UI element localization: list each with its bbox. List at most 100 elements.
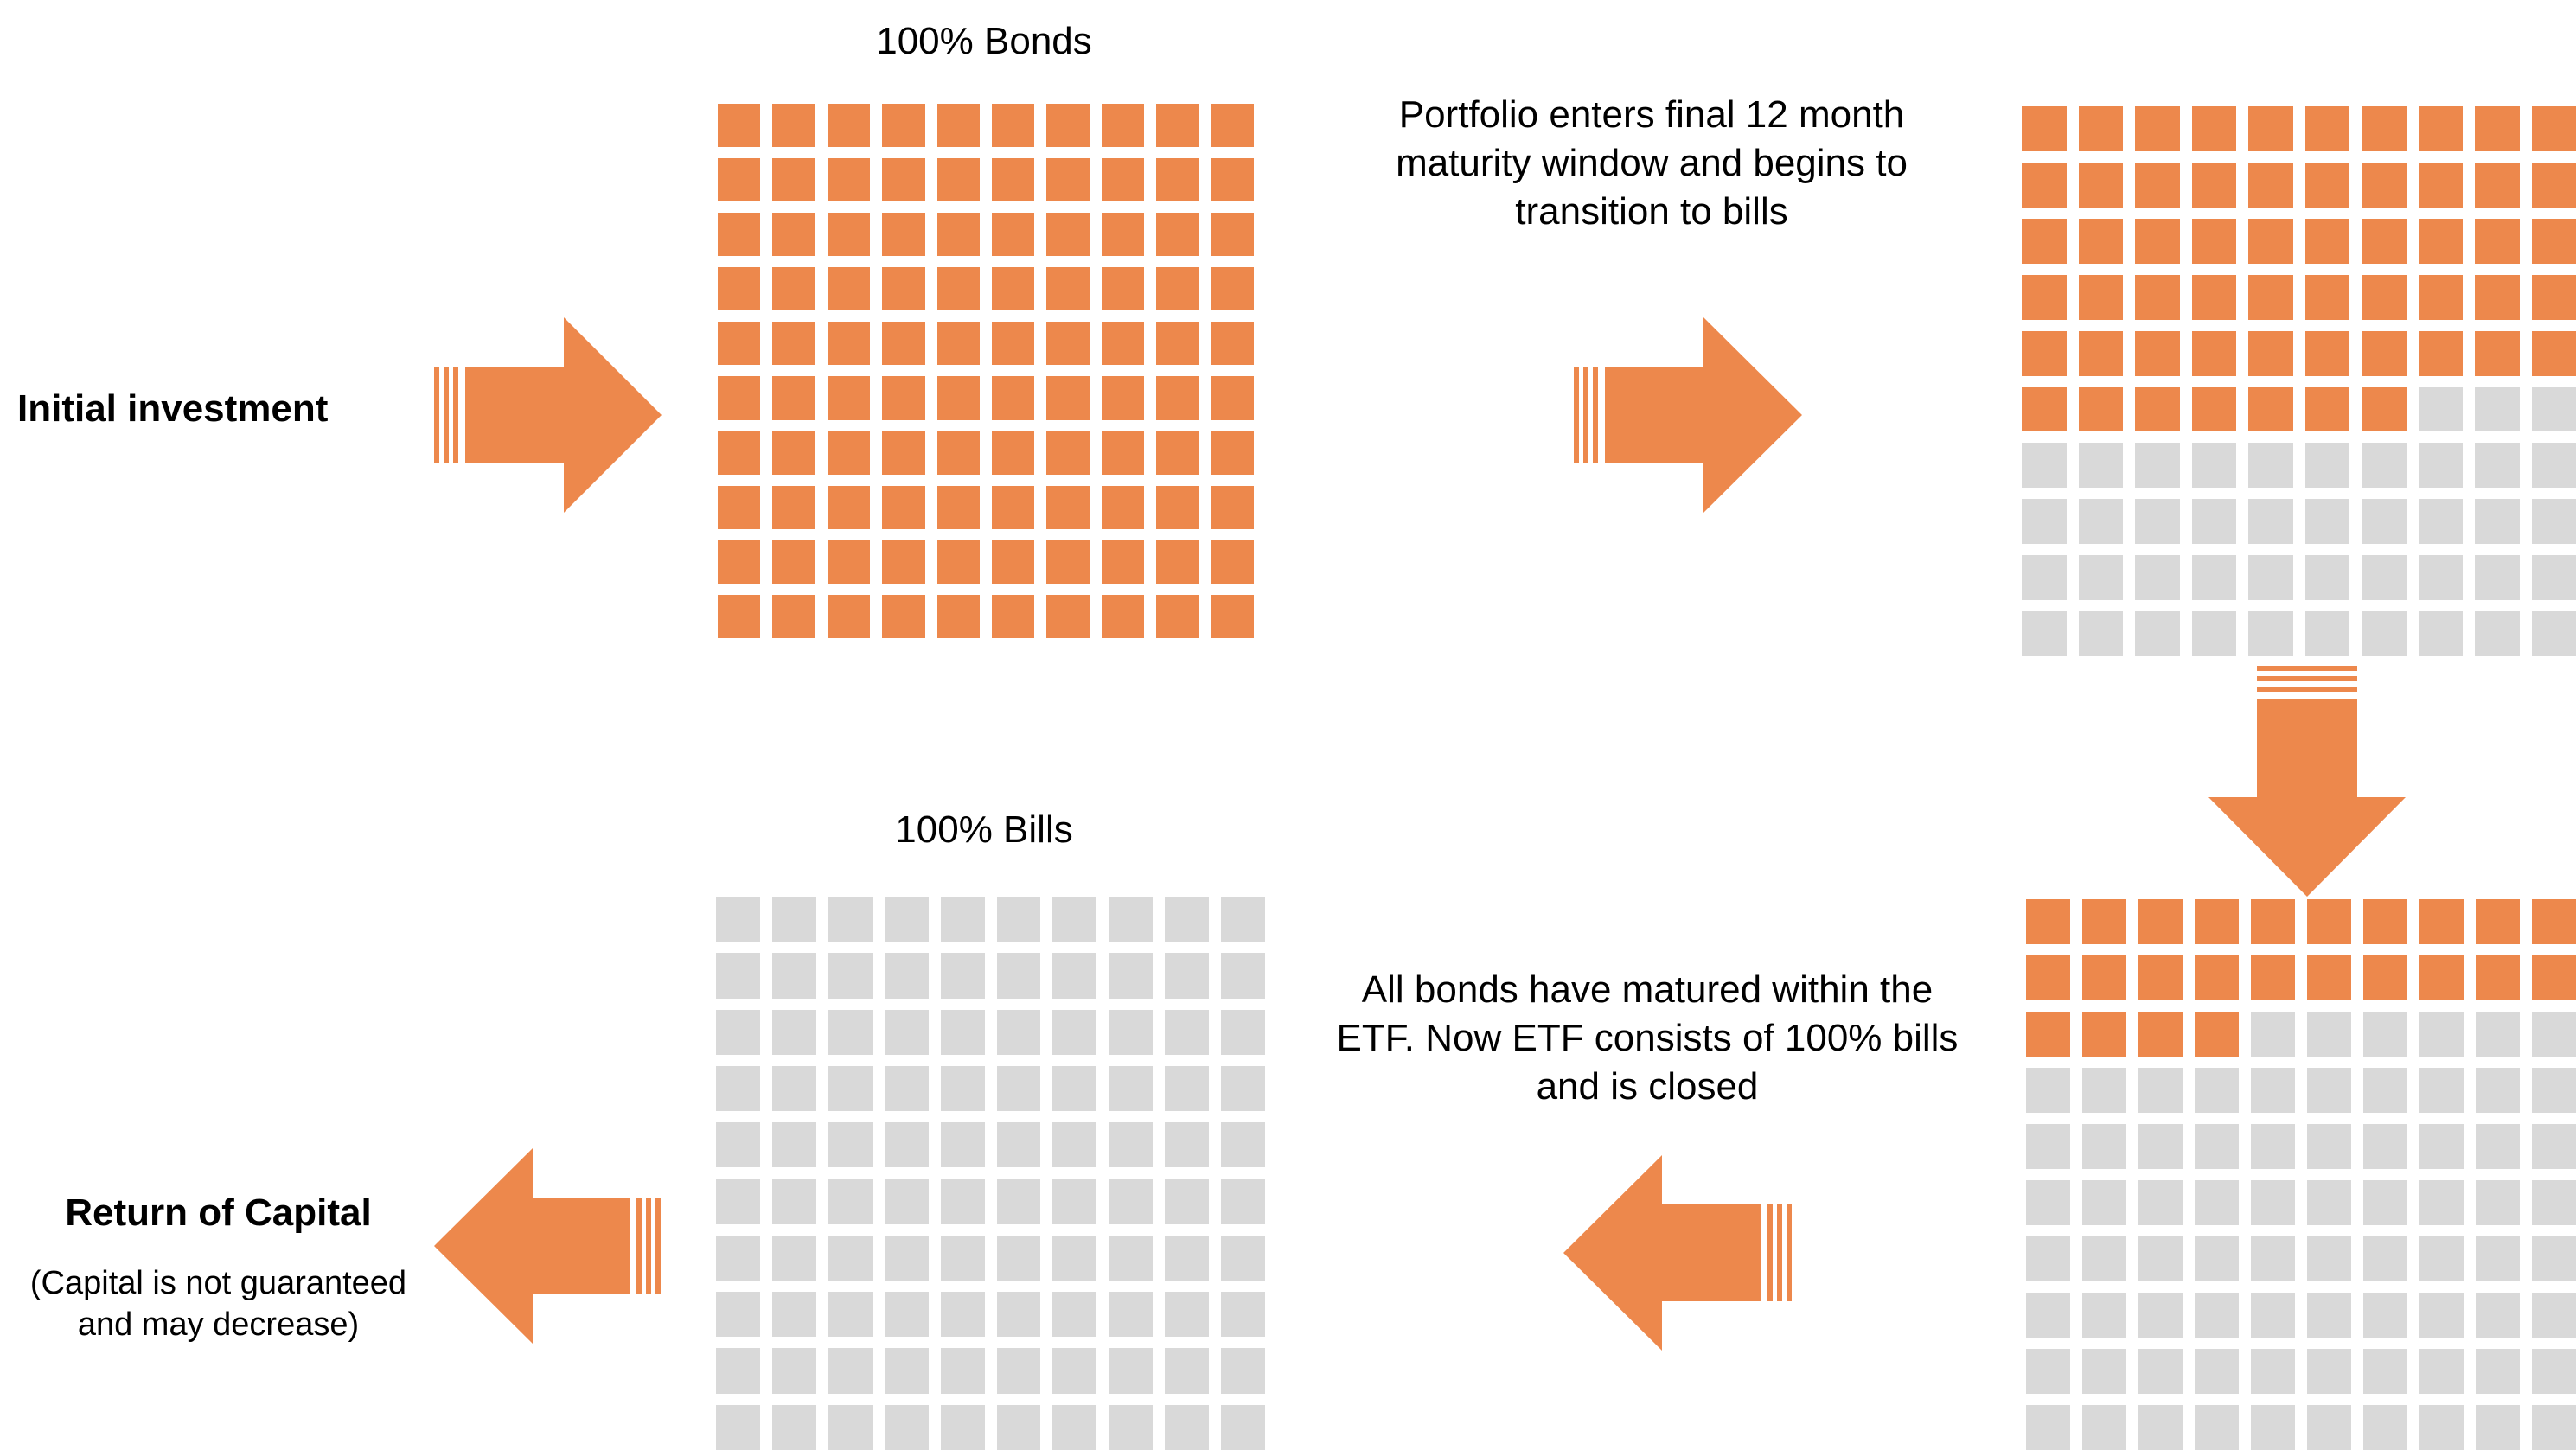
grid-100-bonds: [718, 104, 1254, 638]
bond-square: [936, 485, 980, 529]
bill-square: [1221, 1065, 1265, 1112]
bill-square: [2418, 555, 2463, 601]
bill-square: [2195, 1349, 2239, 1394]
bond-square: [2363, 899, 2407, 944]
bond-square: [1211, 540, 1254, 584]
bill-square: [2418, 611, 2463, 656]
bill-square: [2531, 499, 2576, 545]
bill-square: [2078, 499, 2123, 545]
bill-square: [2026, 1293, 2070, 1338]
bond-square: [2476, 955, 2520, 1000]
bill-square: [884, 897, 929, 942]
bill-square: [716, 1404, 760, 1450]
bill-square: [2026, 1068, 2070, 1113]
bond-square: [882, 322, 925, 366]
bill-square: [2135, 499, 2180, 545]
bill-square: [1109, 1122, 1154, 1168]
bond-square: [2531, 218, 2576, 264]
bill-square: [2475, 555, 2520, 601]
bill-square: [996, 953, 1041, 999]
bond-square: [2304, 386, 2349, 432]
bill-square: [1165, 1179, 1210, 1224]
bond-square: [718, 540, 761, 584]
bond-square: [1156, 104, 1199, 148]
bond-square: [827, 431, 871, 475]
bond-square: [2418, 274, 2463, 320]
bond-square: [2362, 330, 2407, 376]
bond-square: [882, 540, 925, 584]
bill-square: [716, 1065, 760, 1112]
bond-square: [2531, 274, 2576, 320]
arrow-stripe: [2257, 687, 2357, 692]
arrow-shape: [434, 1148, 630, 1344]
capital-disclaimer: (Capital is not guaranteed and may decre…: [29, 1265, 407, 1344]
bill-square: [2307, 1349, 2351, 1394]
bill-square: [771, 1179, 816, 1224]
bond-square: [2135, 218, 2180, 264]
bill-square: [828, 897, 873, 942]
bill-square: [2531, 386, 2576, 432]
bond-square: [2022, 386, 2067, 432]
bill-square: [828, 1235, 873, 1281]
bill-square: [2022, 499, 2067, 545]
bill-square: [2307, 1236, 2351, 1281]
bond-square: [992, 485, 1035, 529]
bond-square: [2135, 330, 2180, 376]
bill-square: [2307, 1293, 2351, 1338]
bill-square: [771, 897, 816, 942]
bond-square: [1101, 267, 1145, 311]
bill-square: [996, 1292, 1041, 1338]
bill-square: [940, 1292, 985, 1338]
bill-square: [2419, 1405, 2464, 1450]
arrow-stripe: [1767, 1204, 1773, 1301]
bill-square: [1221, 1009, 1265, 1055]
bond-square: [718, 431, 761, 475]
bill-square: [884, 1292, 929, 1338]
bill-square: [1109, 1404, 1154, 1450]
bond-square: [2475, 162, 2520, 208]
bond-square: [2531, 162, 2576, 208]
bond-square: [1211, 267, 1254, 311]
bill-square: [1221, 1122, 1265, 1168]
bond-square: [992, 594, 1035, 638]
bond-square: [936, 213, 980, 257]
bill-square: [1052, 953, 1097, 999]
bond-square: [2135, 106, 2180, 151]
bill-square: [2191, 443, 2236, 489]
bill-square: [2138, 1293, 2183, 1338]
bond-square: [1211, 104, 1254, 148]
bill-square: [2363, 1180, 2407, 1225]
bill-square: [1052, 1179, 1097, 1224]
bond-square: [1101, 322, 1145, 366]
bond-square: [936, 158, 980, 202]
bond-square: [2362, 218, 2407, 264]
bond-square: [2022, 106, 2067, 151]
bill-square: [716, 1348, 760, 1394]
bill-square: [771, 1122, 816, 1168]
bill-square: [1109, 1009, 1154, 1055]
bond-square: [2304, 274, 2349, 320]
bill-square: [2418, 499, 2463, 545]
bond-square: [2138, 899, 2183, 944]
bond-square: [2251, 955, 2295, 1000]
bond-square: [882, 431, 925, 475]
bond-square: [2251, 899, 2295, 944]
bill-square: [1165, 1348, 1210, 1394]
arrow-stripe: [434, 367, 439, 463]
bill-square: [1221, 953, 1265, 999]
bill-square: [1165, 1235, 1210, 1281]
bond-square: [2248, 330, 2293, 376]
bill-square: [2304, 555, 2349, 601]
bond-square: [2307, 899, 2351, 944]
arrow-shape: [2208, 699, 2406, 897]
bill-square: [2026, 1124, 2070, 1169]
bill-square: [940, 1235, 985, 1281]
bill-square: [2531, 555, 2576, 601]
bill-square: [1109, 1235, 1154, 1281]
arrow-stripe: [2257, 666, 2357, 671]
bill-square: [2138, 1068, 2183, 1113]
bill-square: [2138, 1405, 2183, 1450]
bond-square: [2362, 274, 2407, 320]
